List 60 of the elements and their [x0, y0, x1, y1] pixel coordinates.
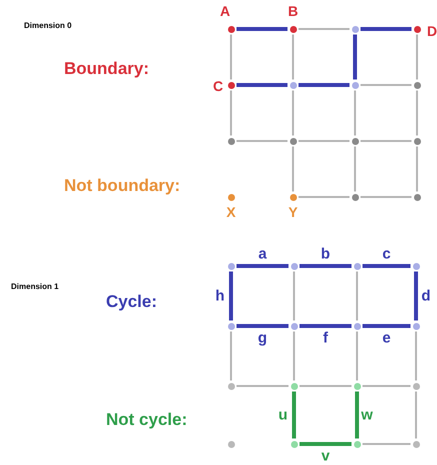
section-heading: Dimension 1	[11, 283, 59, 291]
grid-edge	[292, 34, 294, 80]
grid-edge	[236, 264, 288, 268]
grid-edge	[356, 272, 358, 320]
grid-edge	[360, 27, 412, 31]
section-heading: Dimension 0	[24, 22, 72, 30]
grid-edge	[229, 272, 233, 320]
vertex-label: C	[212, 79, 224, 93]
edge-label: h	[214, 288, 226, 304]
grid-edge	[236, 324, 288, 328]
grid-edge	[354, 90, 356, 136]
grid-edge	[230, 34, 232, 80]
grid-edge	[360, 84, 412, 86]
grid-edge	[292, 146, 294, 192]
grid-edge	[298, 140, 350, 142]
vertex-label: Y	[288, 205, 298, 219]
grid-edge	[415, 392, 417, 438]
grid-edge	[292, 392, 296, 438]
grid-edge	[300, 385, 352, 387]
vertex-label: D	[426, 24, 437, 38]
grid-edge	[230, 90, 232, 136]
category-label: Boundary:	[64, 60, 149, 77]
vertex-label: X	[226, 205, 236, 219]
category-label: Cycle:	[106, 293, 158, 310]
grid-edge	[298, 196, 350, 198]
grid-edge	[236, 83, 288, 87]
grid-edge	[415, 332, 417, 380]
grid-edge	[293, 272, 295, 320]
grid-edge	[298, 83, 350, 87]
vertex-label: A	[220, 4, 230, 18]
edge-label: d	[420, 288, 432, 304]
grid-edge	[360, 196, 412, 198]
grid-edge	[300, 324, 352, 328]
grid-edge	[354, 146, 356, 192]
grid-edge	[300, 264, 352, 268]
grid-edge	[416, 146, 418, 192]
grid-edge	[300, 442, 352, 446]
grid-edge	[355, 392, 359, 438]
grid-edge	[293, 332, 295, 380]
grid-edge	[362, 385, 410, 387]
vertex-label: B	[288, 4, 298, 18]
grid-edge	[362, 264, 410, 268]
grid-edge	[236, 385, 288, 387]
grid-edge	[298, 28, 350, 30]
edge-label: b	[320, 246, 332, 262]
grid-edge	[292, 90, 294, 136]
category-label: Not boundary:	[64, 177, 180, 194]
grid-edge	[414, 272, 418, 320]
grid-edge	[362, 324, 410, 328]
edge-label: f	[322, 330, 329, 346]
grid-edge	[360, 140, 412, 142]
grid-edge	[356, 332, 358, 380]
category-label: Not cycle:	[106, 411, 188, 428]
grid-edge	[353, 34, 357, 80]
grid-edge	[236, 140, 288, 142]
grid-edge	[230, 332, 232, 380]
grid-edge	[416, 90, 418, 136]
grid-edge	[416, 34, 418, 80]
grid-edge	[236, 27, 288, 31]
grid-edge	[362, 443, 410, 445]
